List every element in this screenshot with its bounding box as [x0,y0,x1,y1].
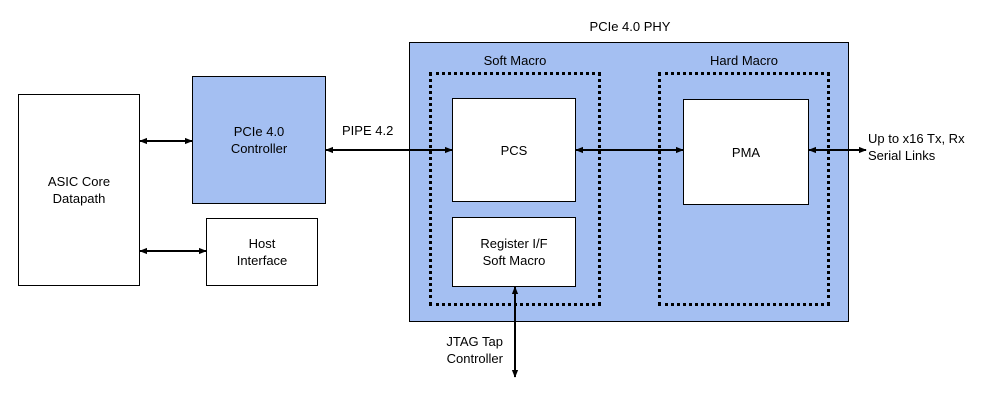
pma-block: PMA [683,99,809,205]
serial-links-line1: Up to x16 Tx, Rx [868,131,965,146]
pcs-block: PCS [452,98,576,202]
jtag-line1: JTAG Tap [446,334,503,349]
host-interface-block: Host Interface [206,218,318,286]
jtag-label: JTAG Tap Controller [425,333,503,367]
pcie-phy-title: PCIe 4.0 PHY [589,19,671,34]
host-interface-line1: Host [248,236,276,251]
controller-line2: Controller [230,141,288,156]
serial-links-label: Up to x16 Tx, Rx Serial Links [868,130,965,164]
hard-macro-title: Hard Macro [710,53,778,68]
host-interface-line2: Interface [236,253,288,268]
serial-links-line2: Serial Links [868,148,936,163]
pipe-label: PIPE 4.2 [342,123,394,138]
controller-line1: PCIe 4.0 [233,124,285,139]
soft-macro-title: Soft Macro [483,53,547,68]
register-if-line1: Register I/F [480,236,548,251]
jtag-line2: Controller [446,351,503,366]
pcs-label: PCS [500,142,528,158]
asic-core-line2: Datapath [52,191,106,206]
hard-macro-region [658,72,830,306]
asic-core-line1: ASIC Core [47,174,111,189]
pma-label: PMA [731,144,761,160]
asic-core-datapath-block: ASIC Core Datapath [18,94,140,286]
register-if-line2: Soft Macro [482,253,546,268]
pcie-controller-block: PCIe 4.0 Controller [192,76,326,204]
